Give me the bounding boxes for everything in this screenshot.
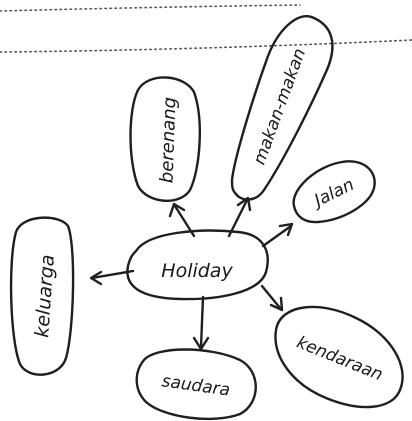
jalan-bubble <box>292 160 376 224</box>
makan-makan-label: makan-makan <box>250 46 311 168</box>
center-node-label: Holiday <box>161 260 233 282</box>
connector-keluarga <box>89 269 135 286</box>
connector-kendaraan <box>260 284 284 312</box>
mindmap-node-berenang: berenang <box>129 76 201 203</box>
mindmap-node-kendaraan: kendaraan <box>274 305 404 409</box>
keluarga-bubble <box>9 216 75 376</box>
mindmap-node-keluarga: keluarga <box>9 216 75 376</box>
notebook-dotted-line-second <box>0 39 412 53</box>
mindmap-node-jalan: Jalan <box>292 160 376 224</box>
saudara-bubble <box>135 348 257 421</box>
keluarga-label: keluarga <box>31 254 59 339</box>
connector-jalan <box>261 222 294 248</box>
notebook-dotted-line-top <box>0 4 301 12</box>
connector-makan-makan <box>227 196 252 238</box>
connector-saudara <box>192 295 210 351</box>
berenang-label: berenang <box>157 97 181 184</box>
kendaraan-bubble <box>274 305 404 409</box>
mindmap-node-saudara: saudara <box>135 348 257 421</box>
saudara-label: saudara <box>160 371 231 400</box>
center-bubble <box>126 229 269 301</box>
jalan-label: Jalan <box>309 175 358 212</box>
makan-makan-bubble <box>230 15 334 201</box>
berenang-bubble <box>129 76 201 203</box>
kendaraan-label: kendaraan <box>294 333 386 386</box>
mindmap-center-node: Holiday <box>126 229 269 301</box>
